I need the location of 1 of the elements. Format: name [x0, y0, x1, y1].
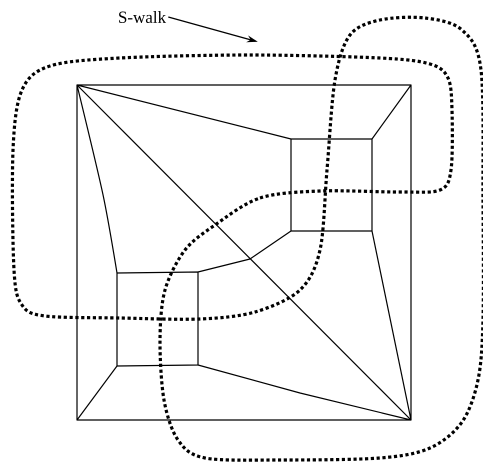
walk-label: S-walk [119, 11, 166, 23]
